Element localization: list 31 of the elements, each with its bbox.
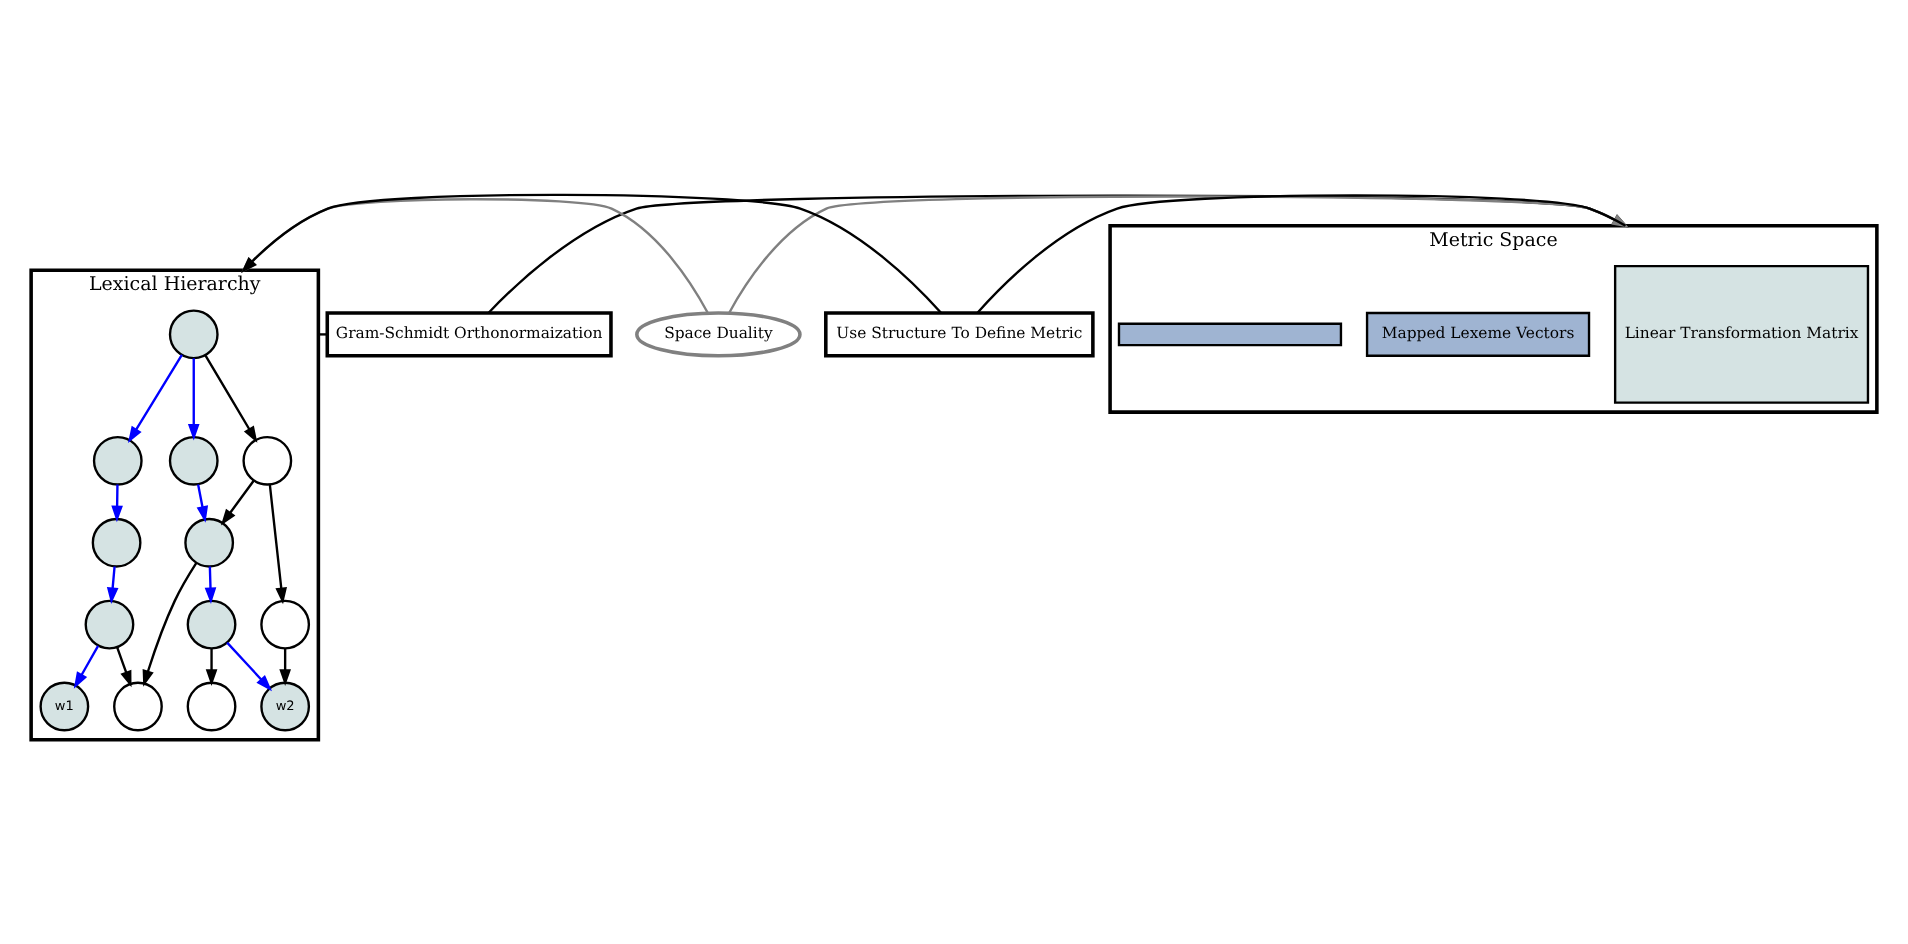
node-circle [113,681,163,732]
node-circle [260,599,311,650]
arrow [226,641,272,692]
node-bar [1117,322,1343,347]
node-circle [168,309,219,360]
node-circle [186,681,237,732]
arrow [204,354,258,443]
arrow [106,566,119,605]
connector [976,194,1627,314]
arrow [73,645,100,689]
node-circle [92,435,143,486]
arrow [220,479,255,526]
arrow [111,484,123,523]
arrow [127,354,183,444]
arrow [487,194,1629,314]
node-circle [184,517,235,568]
node-circle [91,517,142,568]
arrow [196,484,209,523]
arrow [728,195,1629,314]
node-circle [84,599,135,650]
arrow [205,648,218,686]
node-circle [168,435,219,486]
arrow [279,648,291,686]
arrow [116,646,132,688]
arrow [142,562,198,687]
arrow [204,566,217,605]
node-circle [186,599,237,650]
node-circle [242,435,293,486]
arrow [187,358,200,441]
arrow [268,484,287,605]
connector [318,333,327,336]
